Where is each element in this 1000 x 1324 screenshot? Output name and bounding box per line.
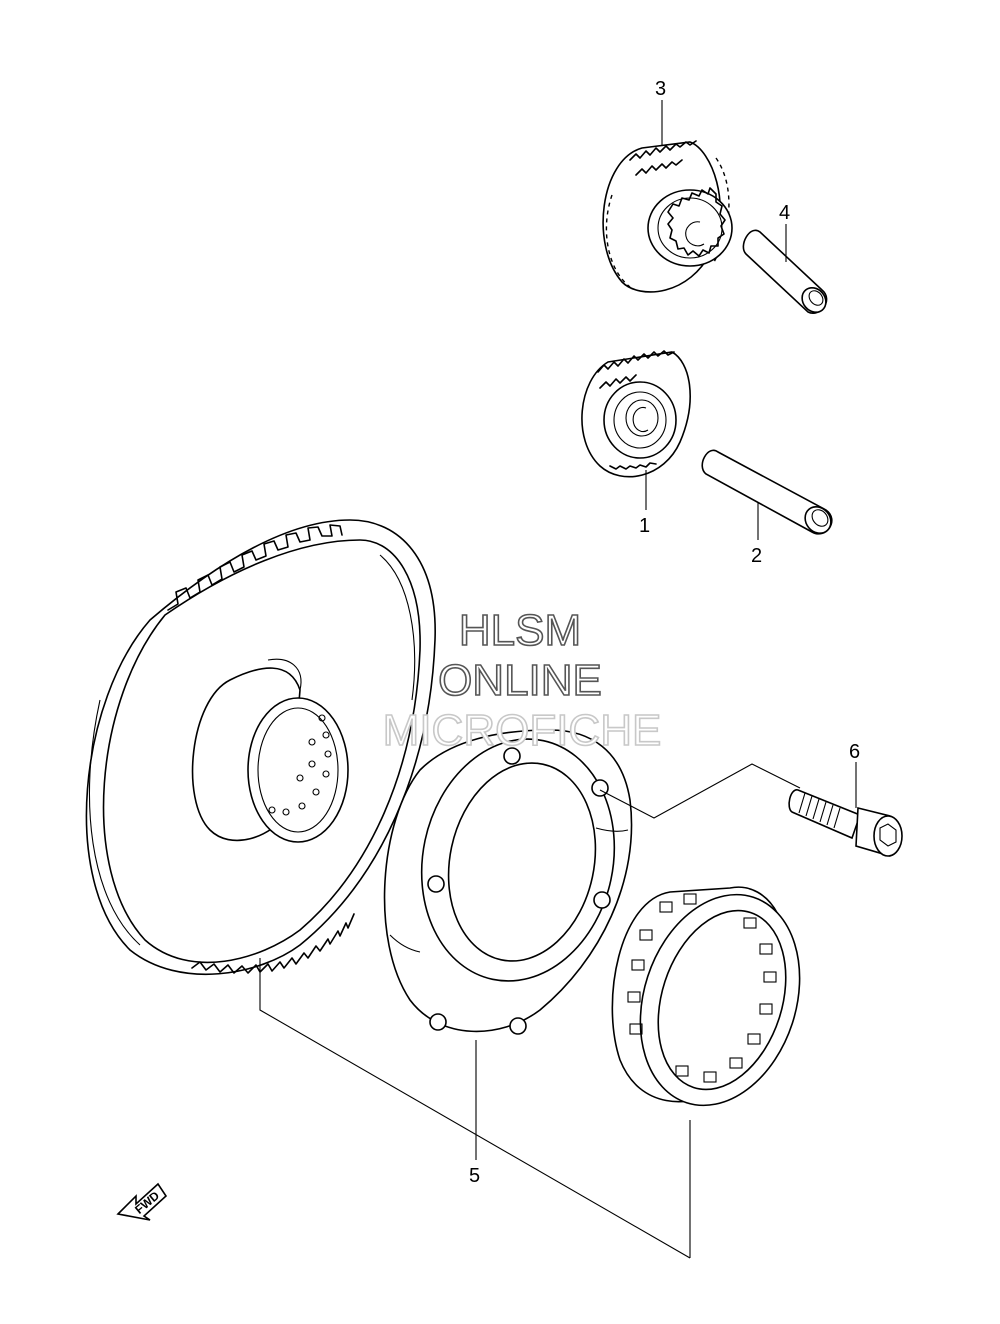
part-2-shaft[interactable] bbox=[701, 449, 836, 538]
part-4-shaft[interactable] bbox=[742, 229, 830, 317]
part-6-bolt[interactable] bbox=[788, 789, 903, 857]
leader-lines bbox=[259, 100, 857, 1259]
fwd-arrow-icon: FWD bbox=[116, 1182, 168, 1221]
starter-driven-gear[interactable] bbox=[85, 519, 436, 976]
watermark-line-3: MICROFICHE bbox=[383, 706, 662, 755]
watermark-line-1: HLSM bbox=[459, 606, 581, 655]
watermark-line-2: ONLINE bbox=[438, 656, 602, 705]
part-1-gear[interactable] bbox=[581, 350, 691, 478]
part-5-clutch-housing[interactable] bbox=[383, 721, 637, 1035]
callout-3: 3 bbox=[655, 78, 666, 100]
watermark: HLSM ONLINE MICROFICHE bbox=[382, 605, 662, 756]
callout-4: 4 bbox=[779, 202, 790, 224]
callout-6: 6 bbox=[849, 741, 860, 763]
part-3-idle-gear[interactable] bbox=[602, 140, 733, 293]
clutch-rollers bbox=[627, 893, 777, 1083]
one-way-clutch[interactable] bbox=[611, 874, 825, 1126]
hub-holes bbox=[268, 714, 332, 816]
callout-1: 1 bbox=[639, 515, 650, 537]
callout-2: 2 bbox=[751, 545, 762, 567]
callout-5: 5 bbox=[469, 1165, 480, 1187]
